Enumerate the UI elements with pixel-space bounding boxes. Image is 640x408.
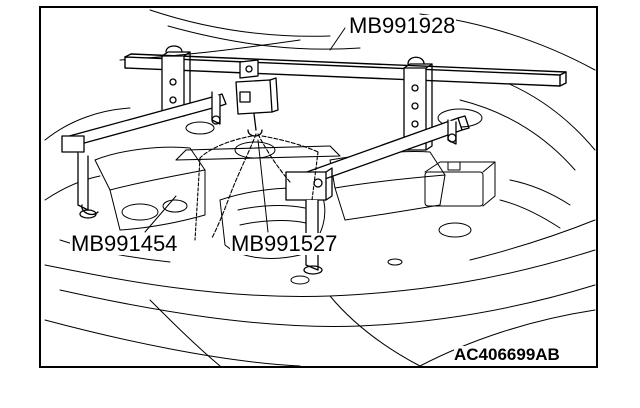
hoist-box	[235, 59, 279, 137]
main-beam	[124, 53, 567, 87]
chain-part-number: MB991527	[230, 231, 339, 256]
figure-id-label: AC406699AB	[454, 345, 560, 364]
chain	[175, 133, 341, 241]
beam-part-number: MB991928	[348, 13, 457, 38]
left-arm	[61, 91, 227, 219]
right-post	[403, 56, 433, 151]
leader-lines	[144, 27, 346, 233]
foot-part-number: MB991454	[70, 231, 179, 256]
car-body-lines	[44, 219, 596, 367]
